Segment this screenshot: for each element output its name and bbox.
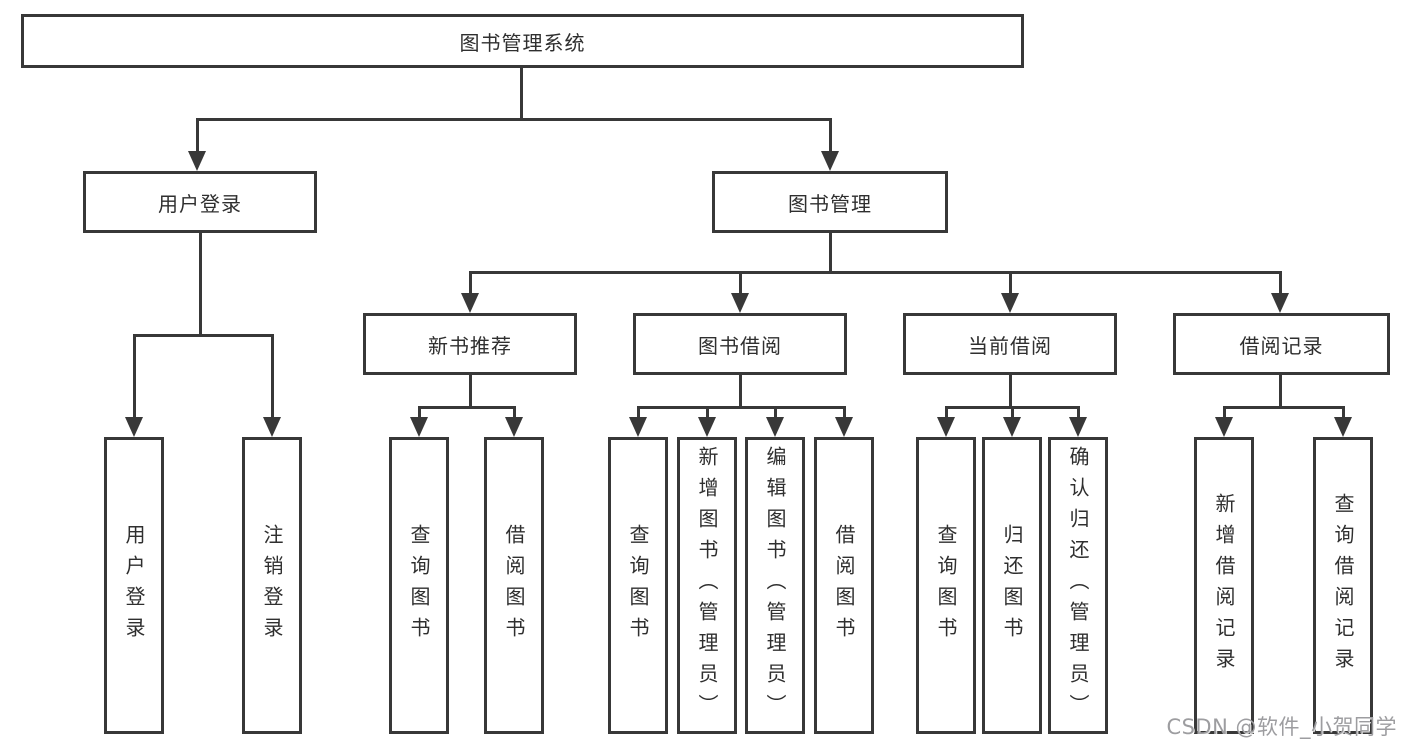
connector-book-mgmt-stem — [829, 232, 832, 273]
arrowhead-user-login — [188, 151, 206, 171]
node-borrow-records: 借阅记录 — [1173, 313, 1390, 375]
connector-drop-leaf-logout — [271, 334, 274, 418]
leaf-bb-edit-books-admin: 编辑图书（管理员） — [745, 437, 805, 734]
connector-drop-book-borrow — [739, 271, 742, 295]
arrowhead-leaf-logout — [263, 417, 281, 437]
node-user-login: 用户登录 — [83, 171, 317, 233]
connector-drop-book-mgmt — [829, 118, 832, 153]
leaf-bb-borrow-books: 借阅图书 — [814, 437, 874, 734]
leaf-bb-add-books-admin: 新增图书（管理员） — [677, 437, 737, 734]
leaf-logout: 注销登录 — [242, 437, 302, 734]
connector-level3-branch — [469, 271, 1282, 274]
leaf-br-query-record: 查询借阅记录 — [1313, 437, 1373, 734]
arrowhead-nr-query — [410, 417, 428, 437]
arrowhead-borrow-records — [1271, 293, 1289, 313]
node-book-mgmt: 图书管理 — [712, 171, 948, 233]
connector-drop-leaf-login — [133, 334, 136, 418]
node-new-book-rec: 新书推荐 — [363, 313, 577, 375]
arrowhead-nr-borrow — [505, 417, 523, 437]
arrowhead-current-borrow — [1001, 293, 1019, 313]
connector-borrow-records-stem — [1279, 374, 1282, 408]
connector-drop-bb-edit — [774, 406, 777, 419]
connector-drop-nr-borrow — [513, 406, 516, 419]
arrowhead-bb-borrow — [835, 417, 853, 437]
leaf-cb-query-books: 查询图书 — [916, 437, 976, 734]
leaf-br-add-record: 新增借阅记录 — [1194, 437, 1254, 734]
arrowhead-new-book-rec — [461, 293, 479, 313]
connector-drop-cb-confirm — [1077, 406, 1080, 419]
arrowhead-bb-query — [629, 417, 647, 437]
connector-drop-borrow-records — [1279, 271, 1282, 295]
connector-drop-bb-add — [706, 406, 709, 419]
leaf-rec-borrow-books: 借阅图书 — [484, 437, 544, 734]
connector-drop-cb-query — [945, 406, 948, 419]
arrowhead-cb-query — [937, 417, 955, 437]
connector-drop-user-login — [196, 118, 199, 153]
node-book-borrow: 图书借阅 — [633, 313, 847, 375]
node-current-borrow: 当前借阅 — [903, 313, 1117, 375]
connector-drop-new-book-rec — [469, 271, 472, 295]
connector-current-borrow-stem — [1009, 374, 1012, 408]
arrowhead-book-mgmt — [821, 151, 839, 171]
leaf-cb-return-books: 归还图书 — [982, 437, 1042, 734]
watermark: CSDN @软件_小贺同学 — [1166, 715, 1397, 739]
connector-new-book-rec-stem — [469, 374, 472, 408]
arrowhead-bb-edit — [766, 417, 784, 437]
arrowhead-br-query — [1334, 417, 1352, 437]
arrowhead-leaf-login — [125, 417, 143, 437]
connector-drop-bb-borrow — [843, 406, 846, 419]
arrowhead-cb-return — [1003, 417, 1021, 437]
node-root-system: 图书管理系统 — [21, 14, 1024, 68]
arrowhead-br-add — [1215, 417, 1233, 437]
arrowhead-cb-confirm — [1069, 417, 1087, 437]
arrowhead-bb-add — [698, 417, 716, 437]
arrowhead-book-borrow — [731, 293, 749, 313]
connector-drop-br-query — [1342, 406, 1345, 419]
connector-book-borrow-branch — [637, 406, 846, 409]
connector-user-login-branch — [133, 334, 274, 337]
connector-drop-bb-query — [637, 406, 640, 419]
leaf-rec-query-books: 查询图书 — [389, 437, 449, 734]
leaf-user-login: 用户登录 — [104, 437, 164, 734]
connector-drop-br-add — [1223, 406, 1226, 419]
connector-drop-cb-return — [1011, 406, 1014, 419]
connector-root-stem — [520, 67, 523, 121]
connector-drop-nr-query — [418, 406, 421, 419]
connector-book-borrow-stem — [739, 374, 742, 408]
connector-borrow-records-branch — [1223, 406, 1345, 409]
leaf-cb-confirm-return-admin: 确认归还（管理员） — [1048, 437, 1108, 734]
connector-user-login-stem — [199, 232, 202, 336]
connector-level1-branch — [196, 118, 832, 121]
connector-new-book-rec-branch — [418, 406, 516, 409]
connector-drop-current-borrow — [1009, 271, 1012, 295]
leaf-bb-query-books: 查询图书 — [608, 437, 668, 734]
